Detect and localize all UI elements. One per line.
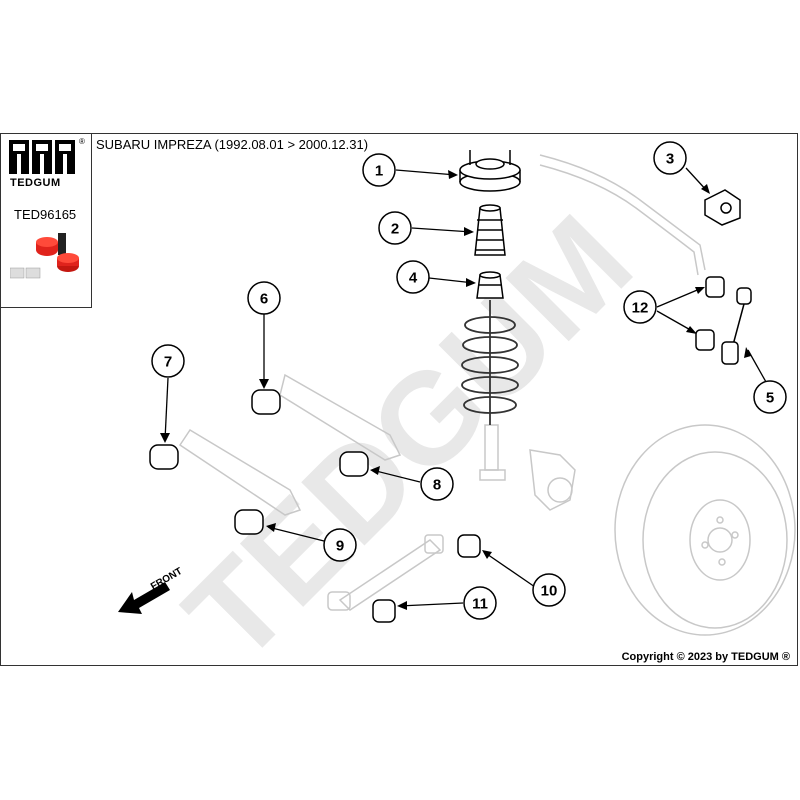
bushing-9 (234, 509, 264, 535)
copyright-notice: Copyright © 2023 by TEDGUM ® (621, 651, 790, 663)
callout-8: 8 (433, 477, 441, 494)
callout-2: 2 (391, 221, 399, 238)
callout-7: 7 (164, 354, 172, 371)
callout-9: 9 (336, 538, 344, 555)
bushing-10 (457, 534, 481, 558)
lateral-link (338, 539, 442, 611)
bushing-7 (149, 444, 179, 470)
leader-arrowheads (160, 170, 751, 610)
callout-6: 6 (260, 291, 268, 308)
tedgum-logo (9, 140, 75, 174)
callout-11: 11 (472, 596, 488, 613)
strut-mount-part (459, 150, 521, 192)
logo-wordmark: TEDGUM (10, 177, 61, 189)
bump-stop-part (476, 271, 504, 299)
callout-labels: 1 2 3 4 5 6 7 8 9 10 11 12 (164, 151, 774, 613)
logo-registered-mark: ® (79, 137, 85, 146)
callout-4: 4 (409, 270, 418, 287)
stabilizer-bushing-part (704, 189, 741, 226)
bushing-11 (372, 599, 396, 623)
callout-10: 10 (541, 583, 558, 600)
arm-bushings (149, 389, 481, 623)
wheel (614, 424, 796, 636)
knuckle (529, 449, 576, 511)
callout-5: 5 (766, 390, 774, 407)
bushing-8 (339, 451, 369, 477)
dust-boot-part (474, 204, 506, 256)
lower-arm-front (279, 373, 402, 461)
product-thumbnail (10, 233, 79, 279)
callout-3: 3 (666, 151, 674, 168)
coil-spring (461, 300, 519, 425)
link-bushings-part (695, 276, 752, 365)
diagram-title: SUBARU IMPREZA (1992.08.01 > 2000.12.31) (96, 137, 369, 152)
callout-circles (151, 141, 787, 620)
bushing-6 (251, 389, 281, 415)
stabilizer-bar (539, 154, 706, 271)
background-parts (178, 154, 796, 636)
callout-12: 12 (632, 300, 649, 317)
callout-1: 1 (375, 163, 383, 180)
lower-arm-rear (178, 428, 302, 516)
product-code: TED96165 (14, 207, 77, 222)
